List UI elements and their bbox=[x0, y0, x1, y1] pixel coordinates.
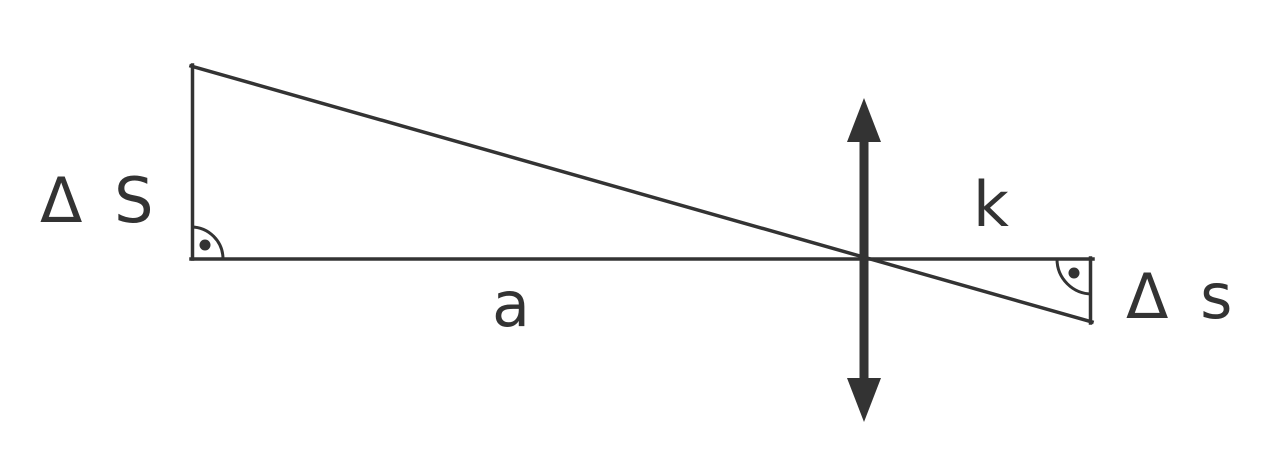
label-base-a: a bbox=[492, 268, 530, 341]
label-delta-S: Δ S bbox=[40, 164, 159, 237]
label-arrow-k: k bbox=[973, 168, 1009, 241]
k-arrow-head-up bbox=[847, 98, 881, 142]
k-double-arrow bbox=[847, 98, 881, 422]
left-right-angle-arc bbox=[190, 225, 225, 260]
label-delta-s: Δ s bbox=[1126, 260, 1238, 333]
right-right-angle-arc bbox=[1055, 258, 1093, 296]
right-right-angle-dot bbox=[1068, 267, 1080, 279]
k-arrow-shaft bbox=[859, 134, 869, 388]
hypotenuse-line bbox=[188, 63, 1095, 325]
k-arrow-head-down bbox=[847, 378, 881, 422]
left-right-angle-dot bbox=[199, 239, 211, 251]
